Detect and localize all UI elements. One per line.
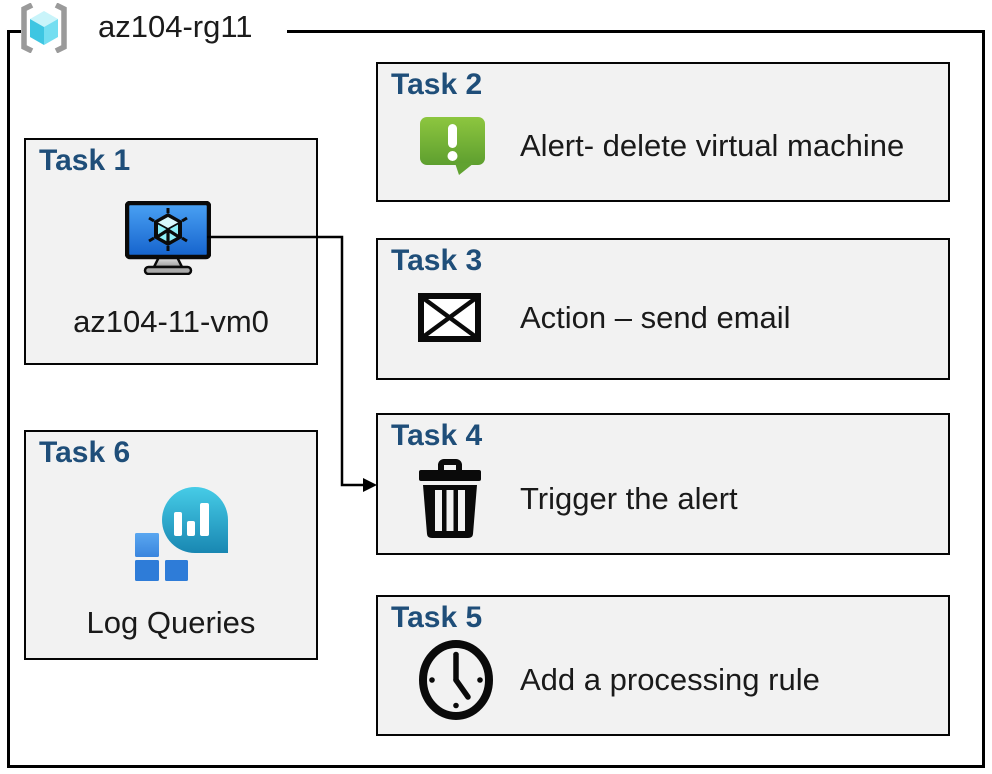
- send-email-icon: [418, 293, 481, 342]
- task1-box: Task 1: [24, 138, 318, 365]
- task5-row: Add a processing rule: [418, 640, 820, 720]
- task5-heading: Task 5: [391, 601, 483, 634]
- resource-group-icon: [21, 3, 67, 53]
- log-queries-label: Log Queries: [86, 605, 256, 640]
- task5-label: Add a processing rule: [520, 662, 820, 697]
- task3-row: Action – send email: [418, 293, 791, 342]
- alert-icon: [420, 117, 485, 175]
- task3-label: Action – send email: [520, 299, 791, 335]
- log-queries-icon: [135, 487, 228, 581]
- task2-label: Alert- delete virtual machine: [520, 127, 905, 163]
- frame-label-gap: [21, 26, 287, 37]
- trash-icon: [419, 459, 481, 538]
- task3-heading: Task 3: [391, 244, 483, 277]
- task2-heading: Task 2: [391, 68, 483, 101]
- task4-row: Trigger the alert: [418, 459, 738, 539]
- vm-name-label: az104-11-vm0: [73, 304, 269, 339]
- task3-box: Task 3 Action – send email: [376, 238, 950, 380]
- task4-box: Task 4 Trigger the alert: [376, 413, 950, 555]
- task4-label: Trigger the alert: [520, 481, 738, 516]
- resource-group-name: az104-rg11: [98, 9, 253, 44]
- task2-box: Task 2 Alert- delete virtual machine: [376, 62, 950, 202]
- task1-heading: Task 1: [39, 144, 131, 177]
- task6-heading: Task 6: [39, 436, 131, 469]
- virtual-machine-icon: [125, 201, 211, 275]
- task5-box: Task 5 Add a processing rule: [376, 595, 950, 736]
- task2-row: Alert- delete virtual machine: [418, 116, 904, 175]
- task6-box: Task 6 Log Queries: [24, 430, 318, 660]
- clock-icon: [419, 640, 493, 720]
- resource-group-frame: [7, 30, 985, 768]
- task4-heading: Task 4: [391, 419, 483, 452]
